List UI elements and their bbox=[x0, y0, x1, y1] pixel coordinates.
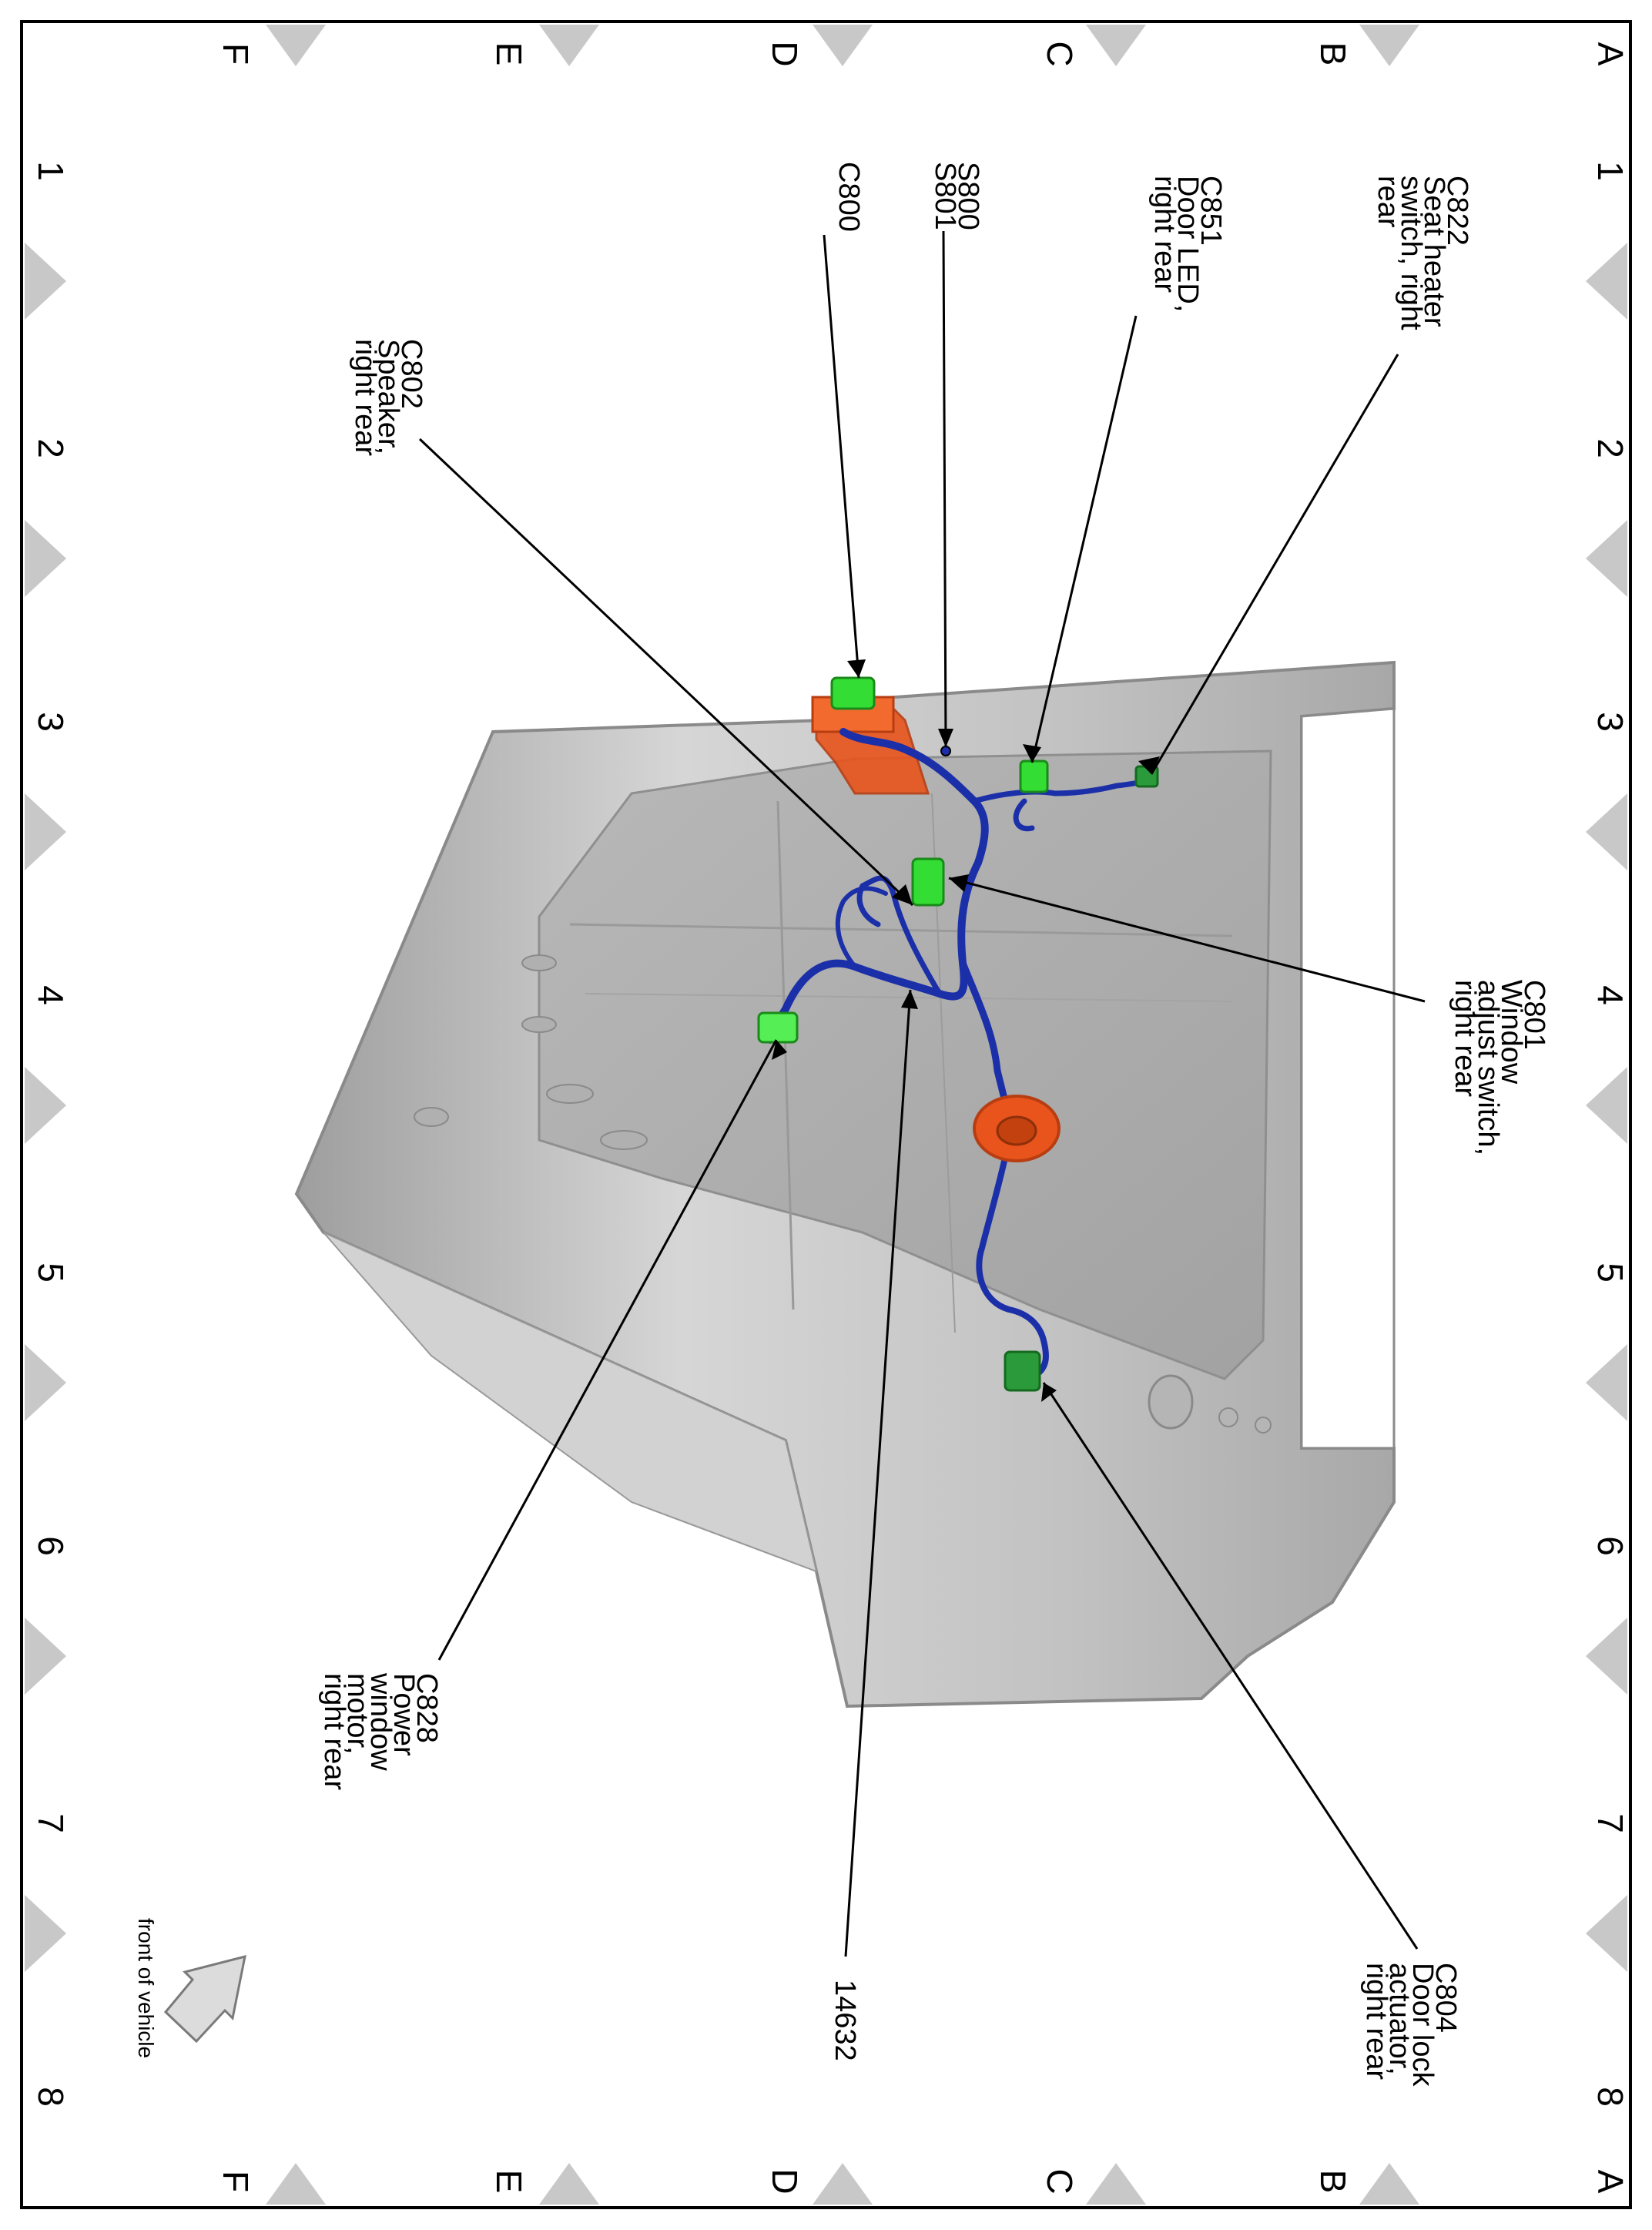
col-label-2: 2 bbox=[31, 438, 71, 458]
col-label-7: 7 bbox=[31, 1813, 71, 1833]
row-label-a: A bbox=[1590, 2170, 1630, 2194]
front-of-vehicle-indicator: front of vehicle bbox=[134, 1918, 246, 2058]
col-label-1: 1 bbox=[1590, 161, 1630, 181]
grid-row-labels-bottom: A B C D E F bbox=[216, 2168, 1630, 2194]
connector-c828 bbox=[757, 1011, 799, 1044]
col-label-8: 8 bbox=[1590, 2087, 1630, 2107]
callout-c822: C822 Seat heater switch, right rear bbox=[1372, 176, 1473, 330]
col-label-6: 6 bbox=[31, 1536, 71, 1556]
callout-c802-line-1: C802 bbox=[395, 339, 427, 409]
callout-c828-line-1: C828 bbox=[410, 1673, 443, 1743]
callout-c804-line-2: Door lock bbox=[1406, 1963, 1439, 2087]
col-label-2: 2 bbox=[1590, 438, 1630, 458]
row-label-f: F bbox=[216, 43, 256, 65]
callout-c828-line-4: motor, bbox=[341, 1673, 374, 1755]
callout-c804-line-1: C804 bbox=[1429, 1963, 1462, 2033]
grid-markers bbox=[25, 25, 1627, 2205]
callout-c828-line-2: Power bbox=[387, 1673, 420, 1756]
callout-c802-line-2: Speaker, bbox=[372, 339, 404, 454]
col-label-3: 3 bbox=[1590, 712, 1630, 732]
callout-c828-line-5: right rear bbox=[318, 1673, 350, 1790]
callout-c828-line-3: window bbox=[364, 1672, 397, 1771]
callout-c801-line-4: right rear bbox=[1449, 980, 1481, 1097]
col-label-1: 1 bbox=[31, 161, 71, 181]
trim-bracket bbox=[811, 696, 930, 795]
callout-c804-line-3: actuator, bbox=[1383, 1963, 1416, 2075]
callout-14632: 14632 bbox=[829, 1980, 861, 2061]
callout-c851-line-2: Door LED, bbox=[1171, 176, 1204, 312]
col-label-3: 3 bbox=[31, 712, 71, 732]
callout-c801-line-2: Window bbox=[1495, 980, 1527, 1085]
row-label-c: C bbox=[1040, 2168, 1080, 2194]
callout-c851: C851 Door LED, right rear bbox=[1148, 176, 1227, 312]
row-label-b: B bbox=[1313, 2170, 1353, 2194]
callout-c801: C801 Window adjust switch, right rear bbox=[1449, 980, 1550, 1155]
callout-c851-line-3: right rear bbox=[1148, 176, 1181, 293]
row-label-e: E bbox=[489, 42, 529, 66]
callout-s800-s801: S800 S801 bbox=[929, 162, 984, 230]
callout-c822-line-2: Seat heater bbox=[1418, 176, 1450, 327]
door-panel bbox=[294, 660, 1396, 1709]
splice-s800 bbox=[940, 746, 951, 756]
row-label-c: C bbox=[1040, 41, 1080, 66]
callout-s800-line-2: S801 bbox=[929, 162, 961, 230]
col-label-4: 4 bbox=[1590, 985, 1630, 1005]
front-of-vehicle-label: front of vehicle bbox=[134, 1918, 158, 2058]
callout-c822-line-3: switch, right bbox=[1395, 176, 1427, 330]
col-label-4: 4 bbox=[31, 985, 71, 1005]
connector-c804 bbox=[1004, 1350, 1041, 1392]
leader-arrowheads bbox=[772, 659, 1160, 1402]
callout-c804-line-4: right rear bbox=[1360, 1963, 1392, 2080]
row-label-f: F bbox=[216, 2171, 256, 2192]
connector-c851 bbox=[1019, 760, 1049, 793]
callout-c801-line-3: adjust switch, bbox=[1472, 980, 1504, 1155]
row-label-d: D bbox=[765, 2168, 805, 2194]
callout-c804: C804 Door lock actuator, right rear bbox=[1360, 1963, 1462, 2087]
connector-c802 bbox=[911, 857, 945, 907]
callout-s800-line-1: S800 bbox=[952, 162, 984, 230]
col-label-6: 6 bbox=[1590, 1536, 1630, 1556]
callout-14632-line-1: 14632 bbox=[829, 1980, 861, 2061]
callout-c828: C828 Power window motor, right rear bbox=[318, 1672, 443, 1790]
row-label-d: D bbox=[765, 41, 805, 66]
callout-c851-line-1: C851 bbox=[1195, 176, 1227, 246]
leader-lines bbox=[418, 230, 1426, 1957]
arrow-icon bbox=[163, 1954, 246, 2044]
callout-c802-line-3: right rear bbox=[349, 339, 381, 456]
callout-c800: C800 bbox=[833, 162, 865, 232]
col-label-5: 5 bbox=[31, 1263, 71, 1283]
col-label-8: 8 bbox=[31, 2087, 71, 2107]
callout-c822-line-1: C822 bbox=[1441, 176, 1473, 246]
connector-c800 bbox=[830, 676, 876, 710]
grid-col-labels-right: 1 2 3 4 5 6 7 8 bbox=[1590, 161, 1630, 2107]
callout-c802: C802 Speaker, right rear bbox=[349, 339, 427, 456]
callout-c801-line-1: C801 bbox=[1518, 980, 1550, 1050]
grid-col-labels-left: 1 2 3 4 5 6 7 8 bbox=[31, 161, 71, 2107]
page-border bbox=[20, 20, 1632, 2209]
callout-c800-line-1: C800 bbox=[833, 162, 865, 232]
row-label-e: E bbox=[489, 2170, 529, 2194]
col-label-7: 7 bbox=[1590, 1813, 1630, 1833]
row-label-a: A bbox=[1590, 42, 1630, 66]
grommet bbox=[973, 1095, 1061, 1162]
col-label-5: 5 bbox=[1590, 1263, 1630, 1283]
row-label-b: B bbox=[1313, 42, 1353, 66]
callout-c822-line-4: rear bbox=[1372, 176, 1404, 228]
grid-row-labels-top: A B C D E F bbox=[216, 41, 1630, 66]
